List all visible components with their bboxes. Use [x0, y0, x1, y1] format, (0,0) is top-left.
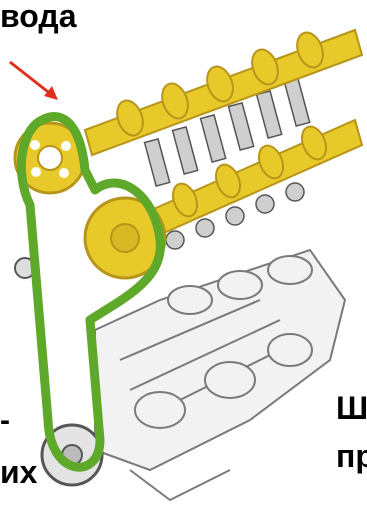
caption-right-line2: пр — [336, 440, 367, 472]
arrow-indicator — [10, 62, 58, 100]
caption-left-line1: - — [0, 406, 10, 436]
caption-left-line2: их — [0, 456, 37, 488]
caption-top: вода — [0, 0, 76, 32]
caption-right-line1: Ш — [336, 392, 367, 424]
